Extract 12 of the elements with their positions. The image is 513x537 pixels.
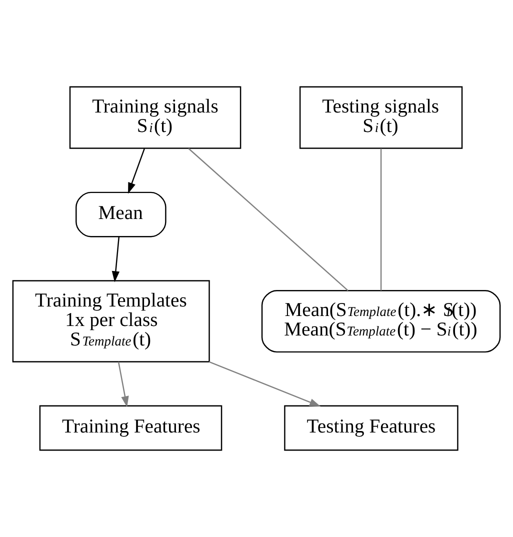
- arrow: [112, 236, 120, 282]
- arrow: [118, 362, 129, 408]
- connector: [380, 148, 382, 291]
- arrow: [128, 148, 145, 194]
- node-box: Training Features: [39, 405, 222, 451]
- node-box: Testing Features: [284, 405, 458, 451]
- node-box: Training Templates 1x per class STemplate(t): [12, 280, 210, 362]
- node-box: Testing signals Si(t): [299, 86, 463, 149]
- node-box: Training signals Si(t): [69, 86, 242, 149]
- node-box: Mean: [76, 192, 166, 238]
- arrow: [208, 361, 321, 406]
- connector: [188, 148, 348, 291]
